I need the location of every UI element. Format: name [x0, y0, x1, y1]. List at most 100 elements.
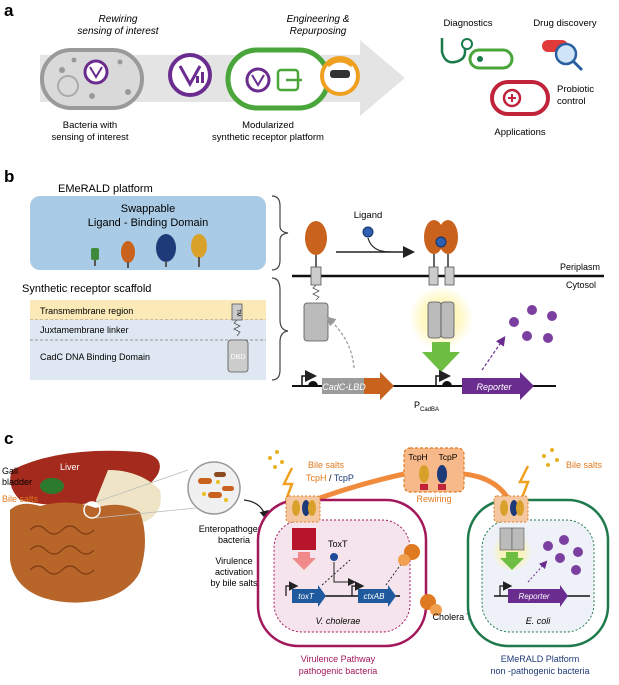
- probiotic-label-1: Probiotic: [557, 84, 594, 95]
- sensor-icon-in-modular: [245, 67, 271, 93]
- bile-salt-dots-right: [542, 448, 559, 467]
- dbd-segment: [227, 339, 249, 373]
- virulence-label-2: activation: [215, 567, 253, 577]
- diagnostics-label: Diagnostics: [443, 18, 492, 29]
- virulence-label-1: Virulence: [215, 556, 252, 566]
- bile-salts-mid: Bile salts: [308, 460, 345, 470]
- rewiring-label-2: sensing of interest: [77, 26, 159, 37]
- reporter-molecules: [509, 305, 557, 343]
- ligand-label: Ligand: [354, 210, 383, 221]
- receptor-dimer: [409, 220, 473, 350]
- plug-module-icon: [276, 68, 302, 92]
- reporter-molecules-ecoli: [543, 535, 583, 575]
- bile-salt-dots-mid: [268, 450, 284, 469]
- emerald-platform-label-2: non -pathogenic bacteria: [490, 666, 589, 676]
- periplasm-label: Periplasm: [560, 262, 600, 272]
- modular-label-2: synthetic receptor platform: [212, 132, 324, 143]
- rewiring-box: [403, 447, 465, 493]
- scaffold-title: Synthetic receptor scaffold: [22, 283, 151, 295]
- probiotic-bacterium-icon: [490, 80, 550, 116]
- v-cholerae-label: V. cholerae: [316, 616, 361, 626]
- entero-label-1: Enteropathogenic: [199, 524, 270, 534]
- cytosol-label: Cytosol: [566, 280, 596, 290]
- ctxab-gene: [358, 585, 396, 607]
- panel-a: a Rewiring sensing of interest: [4, 1, 597, 143]
- engineering-label-2: Repurposing: [290, 26, 347, 37]
- emerald-platform-label-1: EMeRALD Platform: [501, 654, 580, 664]
- enteropathogenic-bacteria: [198, 472, 234, 502]
- gall-label-1: Gall: [2, 466, 18, 476]
- tcpp-box-label: TcpP: [439, 452, 458, 462]
- cadc-dbd-label: CadC DNA Binding Domain: [40, 352, 150, 362]
- panel-b-letter: b: [4, 167, 14, 186]
- panel-c: c Gall bladder Liver Bile salts Enteropa…: [2, 429, 610, 676]
- bolt-icon-mid: [281, 467, 294, 501]
- tcph-tcpp-label: TcpH / TcpP: [306, 473, 354, 483]
- tm-region-label: Transmembrane region: [40, 306, 133, 316]
- bile-salts-left: Bile salts: [2, 494, 39, 504]
- dbd-tag: DBD: [231, 354, 246, 361]
- lbd-variants: [91, 234, 207, 268]
- e-coli-label: E. coli: [526, 616, 552, 626]
- entero-label-2: bacteria: [218, 535, 250, 545]
- swappable-lbd-box: [30, 196, 266, 270]
- ecoli-reporter-gene-label: Reporter: [518, 592, 549, 601]
- probiotic-label-2: control: [557, 96, 586, 107]
- promoter-label: PCadBA: [414, 400, 439, 413]
- drug-discovery-label: Drug discovery: [533, 18, 597, 29]
- cholera-toxin-label: Cholera Toxin: [433, 612, 488, 622]
- activation-arrow: [422, 342, 460, 372]
- tm-region-band: [30, 300, 266, 320]
- virulence-pathway-label-2: pathogenic bacteria: [299, 666, 378, 676]
- modular-label-1: Modularized: [242, 120, 294, 131]
- stethoscope-icon: [440, 38, 514, 70]
- tcph-box-label: TcpH: [408, 452, 427, 462]
- swappable-label-1: Swappable: [121, 203, 175, 215]
- toxt-gene-label: toxT: [298, 592, 315, 601]
- gall-bladder-shape: [40, 478, 64, 494]
- toxt-gene: [292, 585, 326, 607]
- bolt-icon-right: [517, 465, 530, 499]
- platform-title: EMeRALD platform: [58, 183, 153, 195]
- bacteria-label-2: sensing of interest: [51, 132, 128, 143]
- virulence-label-3: by bile salts: [210, 578, 258, 588]
- bacteria-label-1: Bacteria with: [63, 120, 117, 131]
- tm-tag: TM: [235, 309, 241, 316]
- toxt-protein-label: ToxT: [328, 539, 348, 549]
- engineer-icon: [320, 56, 360, 96]
- reporter-gene-label: Reporter: [476, 382, 512, 392]
- ctxab-gene-label: ctxAB: [364, 592, 386, 601]
- reporter-gene: [462, 372, 534, 400]
- cadc-lbd-gene-label: CadC-LBD: [322, 382, 366, 392]
- panel-a-letter: a: [4, 1, 14, 20]
- ligand-dot: [362, 226, 374, 238]
- juxta-label: Juxtamembrane linker: [40, 325, 129, 335]
- intestine-loops: [29, 525, 95, 575]
- applications-label: Applications: [494, 127, 545, 138]
- sensor-icon-purple-large: [168, 53, 212, 97]
- sensor-icon-purple-small: [83, 59, 109, 85]
- intestine-shape: [10, 502, 145, 603]
- rewiring-label-1: Rewiring: [99, 14, 138, 25]
- sensor-icon-grey: [57, 75, 79, 97]
- bracket-top: [271, 195, 289, 271]
- reporter-output-arrow: [481, 336, 506, 371]
- receptor-monomer: [303, 221, 329, 342]
- liver-label: Liver: [60, 462, 80, 472]
- pill-magnifier-icon: [542, 40, 584, 72]
- cholera-toxin-molecules: [398, 544, 442, 616]
- panel-b: b EMeRALD platform Swappable Ligand - Bi…: [4, 167, 604, 413]
- expression-arrow: [326, 316, 355, 369]
- cytoplasmic-band: [30, 320, 266, 380]
- bile-salts-right: Bile salts: [566, 460, 603, 470]
- ecoli-reporter-gene: [508, 585, 568, 607]
- gall-label-2: bladder: [2, 477, 32, 487]
- bracket-bottom: [271, 277, 289, 381]
- engineering-label-1: Engineering &: [287, 14, 350, 25]
- virulence-pathway-label-1: Virulence Pathway: [301, 654, 376, 664]
- panel-c-letter: c: [4, 429, 13, 448]
- swappable-label-2: Ligand - Binding Domain: [88, 217, 208, 229]
- zoom-circle-small: [83, 501, 101, 519]
- rewiring-label: Rewiring: [416, 494, 451, 504]
